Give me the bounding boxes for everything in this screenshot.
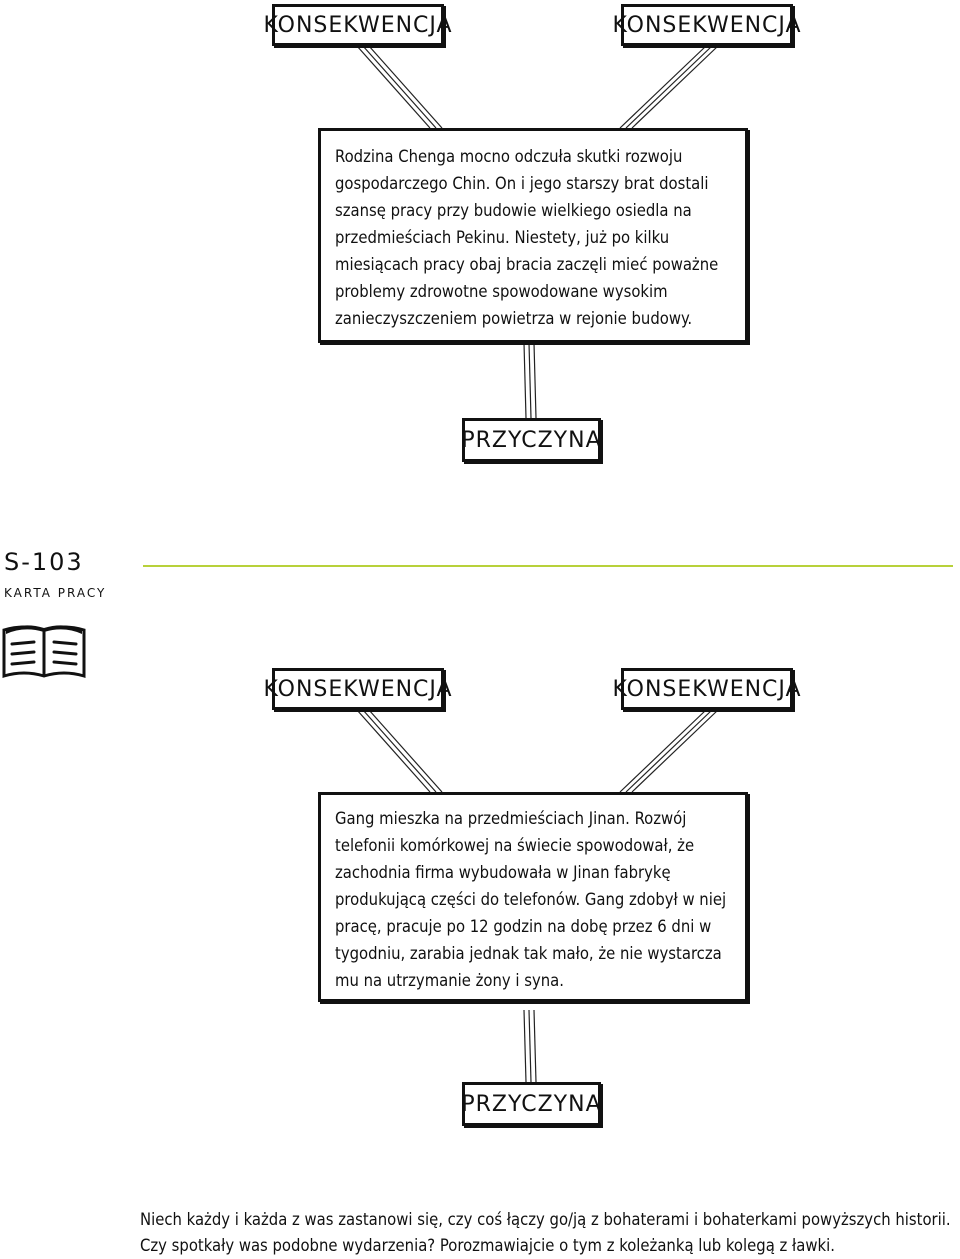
story-box-bottom: Gang mieszka na przedmieściach Jinan. Ro… [318, 792, 748, 1002]
consequence-box-top-left: KONSEKWENCJA [263, 4, 452, 46]
story-text: Rodzina Chenga mocno odczuła skutki rozw… [335, 147, 719, 328]
connector-line [625, 709, 713, 793]
worksheet-code: S-103 [4, 548, 84, 576]
consequence-box-bottom-right: KONSEKWENCJA [612, 668, 801, 710]
connector-line [533, 342, 537, 419]
open-book-icon [2, 622, 86, 682]
connector-line [523, 1009, 527, 1083]
connector-line [523, 342, 527, 419]
story-text: Gang mieszka na przedmieściach Jinan. Ro… [335, 809, 727, 990]
cause-box-bottom: PRZYCZYNA [461, 1082, 602, 1126]
consequence-label: KONSEKWENCJA [612, 12, 802, 38]
consequence-label: KONSEKWENCJA [263, 676, 453, 702]
consequence-box-top-right: KONSEKWENCJA [612, 4, 801, 46]
connector-line [631, 709, 719, 793]
cause-label: PRZYCZYNA [461, 427, 602, 453]
connector-line [625, 45, 713, 129]
story-box-top: Rodzina Chenga mocno odczuła skutki rozw… [318, 128, 748, 343]
consequence-box-bottom-left: KONSEKWENCJA [263, 668, 452, 710]
cause-label: PRZYCZYNA [461, 1091, 602, 1117]
accent-divider [143, 565, 953, 567]
consequence-label: KONSEKWENCJA [263, 12, 453, 38]
connector-line [362, 45, 437, 129]
cause-box-top: PRZYCZYNA [461, 418, 602, 462]
connector-line [619, 45, 707, 129]
connector-line [619, 709, 707, 793]
connector-line [356, 45, 431, 129]
connector-line [368, 45, 443, 129]
connector-line [631, 45, 719, 129]
connector-line [362, 709, 437, 793]
connector-line [356, 709, 431, 793]
connector-line [533, 1009, 537, 1083]
consequence-label: KONSEKWENCJA [612, 676, 802, 702]
discussion-prompt: Niech każdy i każda z was zastanowi się,… [140, 1210, 951, 1255]
worksheet-subtitle: KARTA PRACY [4, 586, 107, 600]
connector-line [528, 1009, 532, 1083]
connector-line [368, 709, 443, 793]
connector-line [528, 342, 532, 419]
